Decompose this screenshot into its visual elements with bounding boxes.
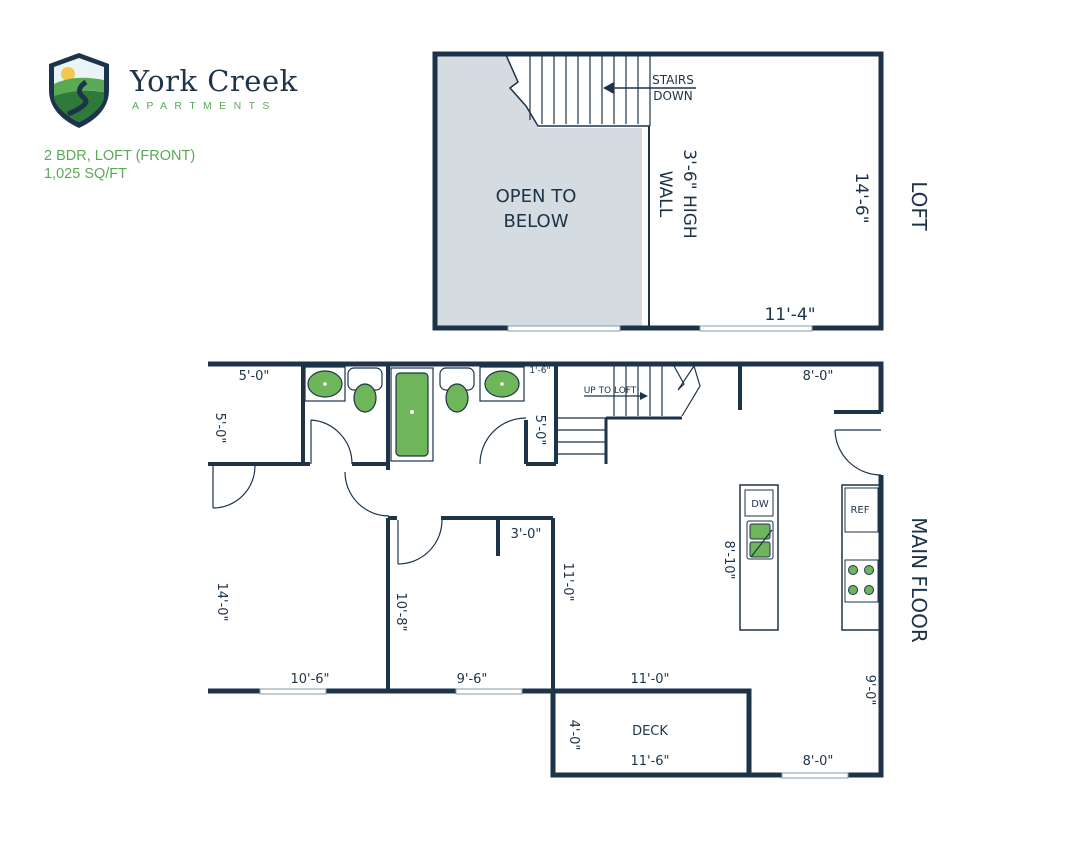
kitchen-sink-basin1-icon <box>749 523 771 540</box>
burner-icon <box>864 565 874 575</box>
entry-door-swing <box>834 429 882 476</box>
living-depth-dim: 11'-0" <box>560 562 575 601</box>
brand-block: York Creek APARTMENTS 2 BDR, LOFT (FRONT… <box>44 50 304 190</box>
unit-type: 2 BDR, LOFT (FRONT) <box>44 148 196 164</box>
up-to-loft-label: UP TO LOFT <box>584 386 637 396</box>
high-wall-label-2: WALL <box>655 171 675 218</box>
main-floor-labels: 5'-0" 5'-0" 5'-0" 1'-6" UP TO LOFT 8'-0"… <box>212 366 931 769</box>
bedroom1-width-dim: 10'-6" <box>290 672 329 687</box>
loft-width-dim: 11'-4" <box>764 305 815 325</box>
loft-outer-wall <box>432 51 884 331</box>
dishwasher-label: DW <box>751 499 769 510</box>
stairs-down-label-2: DOWN <box>653 89 693 103</box>
kitchen-fixtures <box>749 523 874 595</box>
toilet2-icon <box>445 383 469 413</box>
unit-area: 1,025 SQ/FT <box>44 166 128 182</box>
bedroom1-window <box>259 688 327 695</box>
main-floor-plan <box>208 361 885 779</box>
refrigerator-label: REF <box>850 505 869 516</box>
burner-icon <box>848 565 858 575</box>
loft-floor-label: LOFT <box>907 181 931 231</box>
bedroom2-inner-door-swing <box>397 519 443 565</box>
stair-gap-dim: 1'-6" <box>529 366 550 376</box>
bedroom2-depth-dim: 10'-8" <box>393 592 408 631</box>
york-creek-logo-icon <box>49 53 109 128</box>
bedroom2-window <box>455 688 523 695</box>
unit-info: 2 BDR, LOFT (FRONT) 1,025 SQ/FT <box>44 147 195 183</box>
entry-width-dim: 8'-0" <box>803 369 834 384</box>
open-to-below-label-1: OPEN TO <box>496 186 577 207</box>
bath2-depth-dim: 5'-0" <box>532 415 547 446</box>
bedroom2-door-swing <box>344 471 390 517</box>
burner-icon <box>848 585 858 595</box>
open-to-below-area <box>436 55 642 327</box>
loft-plan: OPEN TO BELOW STAIRS DOWN 3'-6" HIGH WAL… <box>432 51 931 332</box>
dining-depth-dim: 9'-0" <box>862 675 877 706</box>
stairs-down-arrow <box>603 82 696 94</box>
kitchen-depth-dim: 8'-10" <box>721 540 736 579</box>
high-wall-label-1: 3'-6" HIGH <box>679 149 699 238</box>
kitchen-island <box>739 484 779 631</box>
sink-frame <box>746 520 774 560</box>
burner-icon <box>864 585 874 595</box>
loft-window-left <box>507 325 621 332</box>
bathtub-frame-icon <box>390 367 434 462</box>
dining-window <box>781 772 849 779</box>
closet-dim: 3'-0" <box>511 527 542 542</box>
bath2-door-swing <box>479 417 527 465</box>
bath1-door-swing <box>310 419 353 465</box>
bath1-depth-dim: 5'-0" <box>212 413 227 444</box>
stairs-down-label-1: STAIRS <box>652 73 694 87</box>
loft-window-right <box>699 325 813 332</box>
deck-width-dim: 11'-6" <box>630 754 669 769</box>
open-to-below-label-2: BELOW <box>503 211 568 232</box>
bedroom1-depth-dim: 14'-0" <box>214 582 229 621</box>
kitchen-sink-basin2-icon <box>749 541 771 558</box>
toilet1-icon <box>353 383 377 413</box>
range <box>844 559 879 603</box>
deck-label: DECK <box>632 724 668 739</box>
brand-name: York Creek <box>130 64 298 98</box>
bath1-width-dim: 5'-0" <box>239 369 270 384</box>
kitchen-counter <box>841 484 882 631</box>
bathtub-icon <box>395 372 429 457</box>
dining-width-dim: 8'-0" <box>803 754 834 769</box>
bathroom-fixtures <box>304 366 525 462</box>
up-to-loft-arrow-icon <box>640 392 648 400</box>
deck-depth-dim: 4'-0" <box>566 720 581 751</box>
dishwasher <box>744 489 774 517</box>
main-floor-label: MAIN FLOOR <box>907 517 931 643</box>
loft-stairs <box>505 54 651 127</box>
living-width-dim: 11'-0" <box>630 672 669 687</box>
loft-depth-dim: 14'-6" <box>851 172 871 223</box>
main-stairs <box>556 364 701 464</box>
bedroom2-width-dim: 9'-6" <box>457 672 488 687</box>
refrigerator <box>844 487 879 533</box>
bedroom1-door-swing <box>212 465 256 509</box>
brand-subtitle: APARTMENTS <box>132 100 277 112</box>
